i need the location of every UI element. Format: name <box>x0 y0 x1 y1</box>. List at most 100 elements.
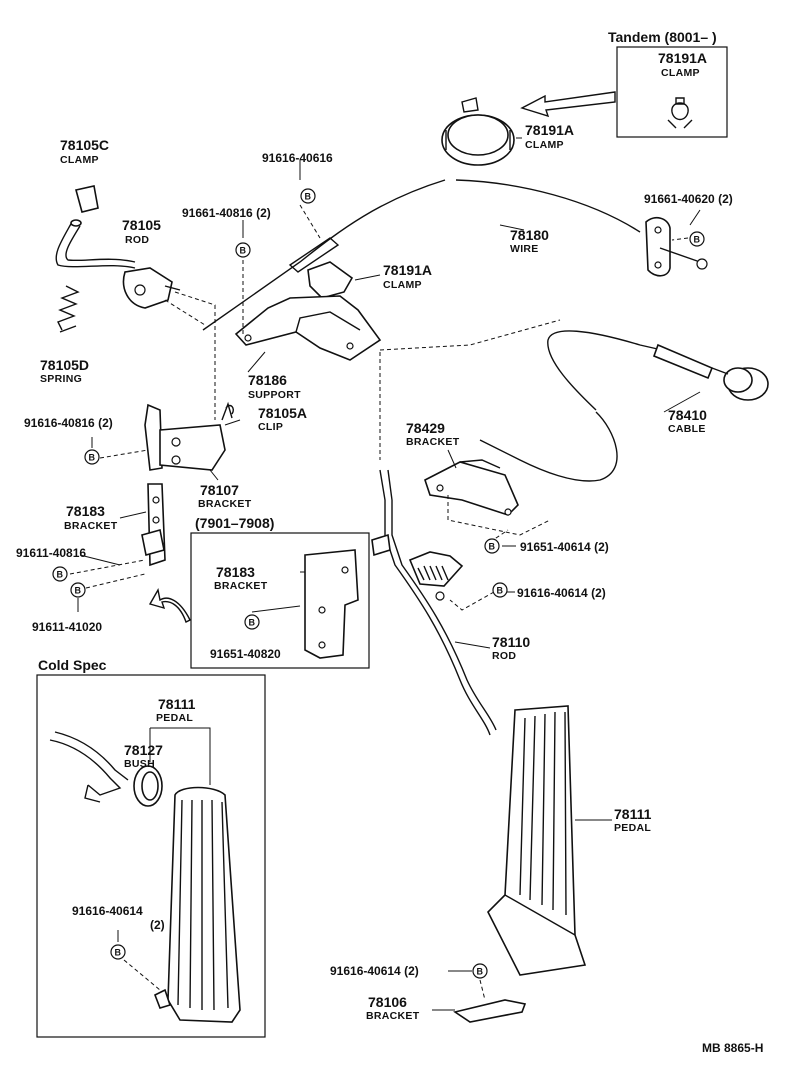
svg-text:B: B <box>115 948 122 958</box>
inset-clamp-icon <box>667 97 693 129</box>
bracket-78429-drawing <box>424 459 519 516</box>
bolt-symbol-icon: B <box>492 582 508 598</box>
bolt-symbol-icon: B <box>689 231 705 247</box>
bolt-symbol-icon: B <box>484 538 500 554</box>
part-number: 78105A <box>258 405 307 421</box>
part-number: 78111 <box>158 696 196 712</box>
wire-segment-right <box>455 179 641 233</box>
svg-text:B: B <box>57 570 64 580</box>
part-number: 78191A <box>525 122 574 138</box>
cold-spec-inset: Cold Spec <box>36 657 266 1038</box>
cold-spec-drawing <box>49 731 241 1023</box>
part-name: WIRE <box>510 243 539 255</box>
part-number: 78191A <box>383 262 432 278</box>
bracket-78106-drawing <box>453 999 527 1023</box>
part-name: CLAMP <box>383 279 422 291</box>
cold-spec-label: Cold Spec <box>38 657 107 673</box>
bolt-symbol-icon: B <box>244 614 260 630</box>
curved-arrow-icon <box>148 588 191 623</box>
svg-text:B: B <box>240 246 247 256</box>
bracket-78183-left-drawing <box>141 483 166 567</box>
bolt-symbol-icon: B <box>472 963 488 979</box>
bolt-symbols: B B B B B B B B B B B <box>52 188 705 979</box>
part-number: 91661-40816 (2) <box>182 206 271 220</box>
part-number: 78107 <box>200 482 239 498</box>
svg-text:B: B <box>694 235 701 245</box>
part-number: 78410 <box>668 407 707 423</box>
part-labels: 78191A CLAMP 78105C CLAMP 91616-40616 91… <box>16 122 763 1055</box>
part-name: CABLE <box>668 423 706 435</box>
svg-text:B: B <box>497 586 504 596</box>
part-name: BRACKET <box>366 1010 420 1022</box>
part-name: SPRING <box>40 373 82 385</box>
bracket-78183-inset-drawing <box>304 549 359 659</box>
bolt-symbol-icon: B <box>110 944 126 960</box>
svg-text:B: B <box>249 618 256 628</box>
part-name: BUSH <box>124 758 155 770</box>
svg-text:B: B <box>477 967 484 977</box>
years-box <box>190 532 370 669</box>
part-number: 91616-40614 (2) <box>330 964 419 978</box>
tandem-label: Tandem (8001– ) <box>608 29 717 45</box>
cold-spec-box <box>36 674 266 1038</box>
rod-78105-drawing <box>55 219 181 309</box>
part-name: BRACKET <box>214 580 268 592</box>
part-number: 91651-40820 <box>210 647 281 661</box>
part-number: 78191A <box>658 50 707 66</box>
clamp-78105c-drawing <box>75 185 99 213</box>
part-number: 91651-40614 (2) <box>520 540 609 554</box>
svg-text:B: B <box>75 586 82 596</box>
years-label: (7901–7908) <box>195 515 274 531</box>
bolt-symbol-icon: B <box>235 242 251 258</box>
part-number: 78106 <box>368 994 407 1010</box>
arrow-icon <box>520 91 616 118</box>
part-name: ROD <box>492 650 516 662</box>
bolt-symbol-icon: B <box>52 566 68 582</box>
support-78186-drawing <box>234 295 382 361</box>
bracket-78107-drawing <box>144 403 226 471</box>
part-number: 78183 <box>216 564 255 580</box>
part-name: SUPPORT <box>248 389 301 401</box>
bolt-symbol-icon: B <box>84 449 100 465</box>
part-number: 91611-40816 <box>16 546 86 560</box>
tandem-inset: Tandem (8001– ) 78191A CLAMP <box>608 29 728 138</box>
rod-78110-drawing <box>371 469 497 736</box>
part-number: 78183 <box>66 503 105 519</box>
part-number: 91616-40614 <box>72 904 143 918</box>
diagram-code: MB 8865-H <box>702 1041 763 1055</box>
bolt-symbol-icon: B <box>70 582 86 598</box>
part-name: BRACKET <box>64 520 118 532</box>
part-number: 78111 <box>614 806 652 822</box>
part-name: PEDAL <box>614 822 651 834</box>
svg-text:B: B <box>89 453 96 463</box>
band-clamp-drawing <box>441 97 515 166</box>
tandem-box <box>616 46 728 138</box>
svg-text:B: B <box>489 542 496 552</box>
part-name: CLAMP <box>525 139 564 151</box>
cable-78410-drawing <box>479 330 769 482</box>
years-inset: (7901–7908) <box>190 515 370 669</box>
part-name: PEDAL <box>156 712 193 724</box>
part-name: CLIP <box>258 421 283 433</box>
part-number: 91611-41020 <box>32 620 102 634</box>
wire-sleeve <box>288 237 340 273</box>
part-number: 78105 <box>122 217 161 233</box>
spring-drawing <box>57 285 80 333</box>
part-number: 78186 <box>248 372 287 388</box>
pedal-78111-drawing <box>487 705 587 976</box>
part-name: CLAMP <box>60 154 99 166</box>
part-number: 91616-40616 <box>262 151 333 165</box>
part-qty: (2) <box>150 918 165 932</box>
wire-end-plate <box>645 216 708 277</box>
bolt-symbol-icon: B <box>300 188 316 204</box>
part-number: 78110 <box>492 634 530 650</box>
part-number: 91616-40614 (2) <box>517 586 606 600</box>
part-number: 78180 <box>510 227 549 243</box>
part-number: 78127 <box>124 742 163 758</box>
clamp-mid-drawing <box>307 261 354 299</box>
part-name: BRACKET <box>198 498 252 510</box>
part-name: ROD <box>125 234 149 246</box>
part-number: 78429 <box>406 420 445 436</box>
